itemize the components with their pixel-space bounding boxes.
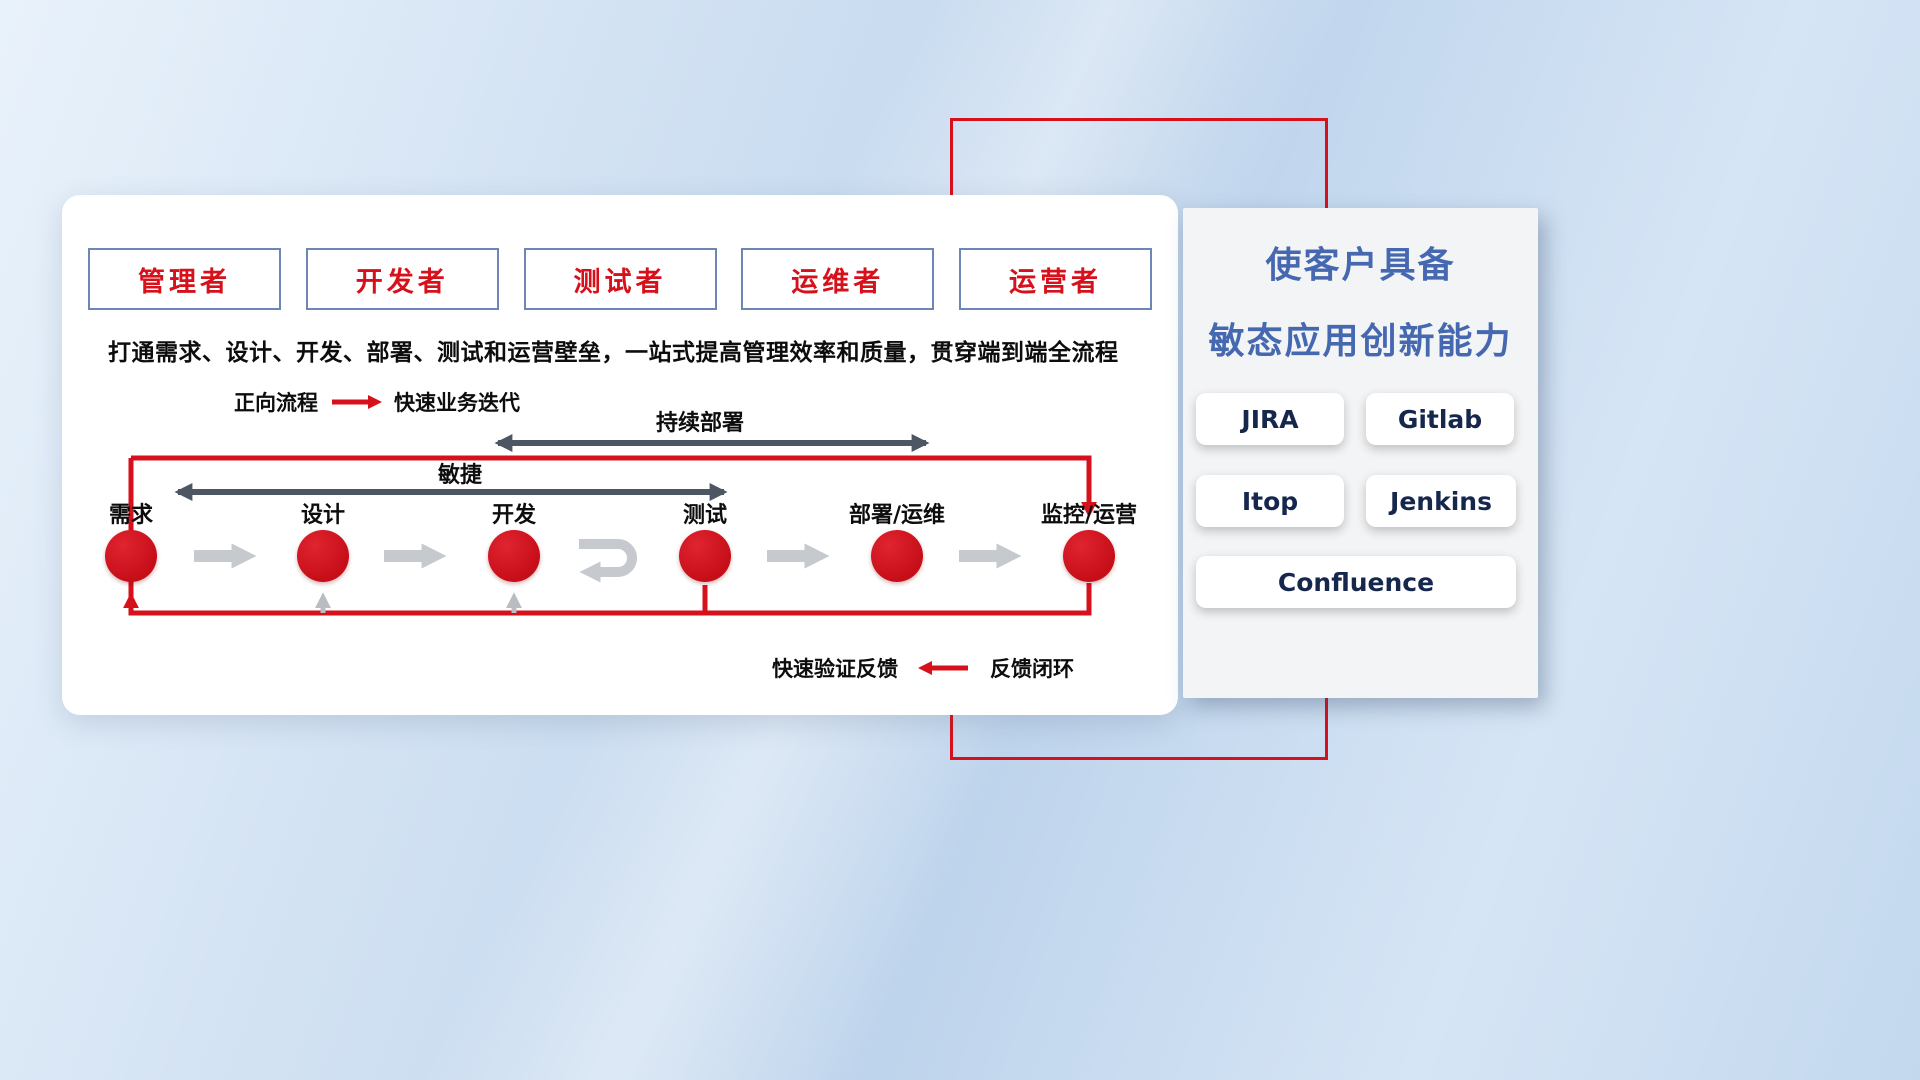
forward-loop-line	[131, 455, 1098, 518]
stage-label-requirements: 需求	[108, 503, 154, 528]
stage-label-monitor-ops: 监控/运营	[1040, 503, 1138, 528]
role-box-operator: 运营者	[959, 248, 1152, 310]
panel-title-line2: 敏态应用创新能力	[1208, 321, 1513, 362]
stage-node-deploy-ops	[871, 530, 923, 582]
continuous-deploy-label: 持续部署	[655, 411, 745, 436]
role-label: 开发者	[355, 266, 449, 298]
stage-node-testing	[679, 530, 731, 582]
feedback-loop-label: 反馈闭环	[990, 657, 1074, 681]
role-box-developer: 开发者	[305, 248, 499, 310]
agile-label: 敏捷	[437, 463, 483, 488]
feedback-verify-label: 快速验证反馈	[772, 657, 898, 681]
tool-badge-jira: JIRA	[1196, 393, 1344, 445]
tool-badge-gitlab: Gitlab	[1366, 393, 1514, 445]
tool-badge-confluence: Confluence	[1196, 556, 1516, 608]
tool-badge-jenkins: Jenkins	[1366, 475, 1516, 527]
legend-feedback-loop: 快速验证反馈 反馈闭环	[772, 653, 1074, 683]
tool-label: Confluence	[1277, 567, 1435, 597]
panel-title-line1: 使客户具备	[1265, 245, 1456, 286]
stage-label-testing: 测试	[682, 503, 728, 528]
role-label: 测试者	[573, 266, 667, 298]
devops-flow-card: 管理者 开发者 测试者 运维者 运营者 打通需求、设计、开发、部署、测试和运营壁…	[62, 195, 1178, 715]
forward-flow-label: 正向流程	[234, 391, 318, 415]
role-box-manager: 管理者	[88, 248, 281, 310]
stage-label-deploy-ops: 部署/运维	[848, 503, 946, 528]
stage-label-development: 开发	[491, 503, 537, 528]
dev-test-loop-icon	[579, 539, 637, 583]
tool-label: Itop	[1241, 486, 1299, 516]
tool-label: Gitlab	[1397, 404, 1483, 434]
stage-node-requirements	[105, 530, 157, 582]
stage-node-design	[297, 530, 349, 582]
feedback-arrow-icon	[918, 661, 968, 675]
role-box-ops: 运维者	[741, 248, 935, 310]
tool-label: Jenkins	[1390, 486, 1492, 516]
forward-arrow-icon	[332, 395, 382, 409]
stage-label-design: 设计	[300, 503, 346, 528]
role-label: 运营者	[1009, 266, 1102, 298]
role-label: 管理者	[138, 266, 231, 298]
legend-forward-flow: 正向流程 快速业务迭代	[234, 387, 520, 417]
tool-label: JIRA	[1241, 404, 1299, 434]
feedback-loop-line	[128, 458, 1092, 616]
stage-node-monitor-ops	[1063, 530, 1115, 582]
role-box-tester: 测试者	[523, 248, 717, 310]
role-label: 运维者	[791, 266, 885, 298]
role-boxes-row: 管理者 开发者 测试者 运维者 运营者	[88, 248, 1152, 310]
tool-badge-itop: Itop	[1196, 475, 1344, 527]
forward-flow-desc: 快速业务迭代	[394, 391, 520, 415]
capability-panel: 使客户具备 敏态应用创新能力 JIRA Gitlab Itop Jenkins …	[1183, 208, 1538, 698]
card-subtitle: 打通需求、设计、开发、部署、测试和运营壁垒，一站式提高管理效率和质量，贯穿端到端…	[108, 340, 1119, 366]
stage-node-development	[488, 530, 540, 582]
